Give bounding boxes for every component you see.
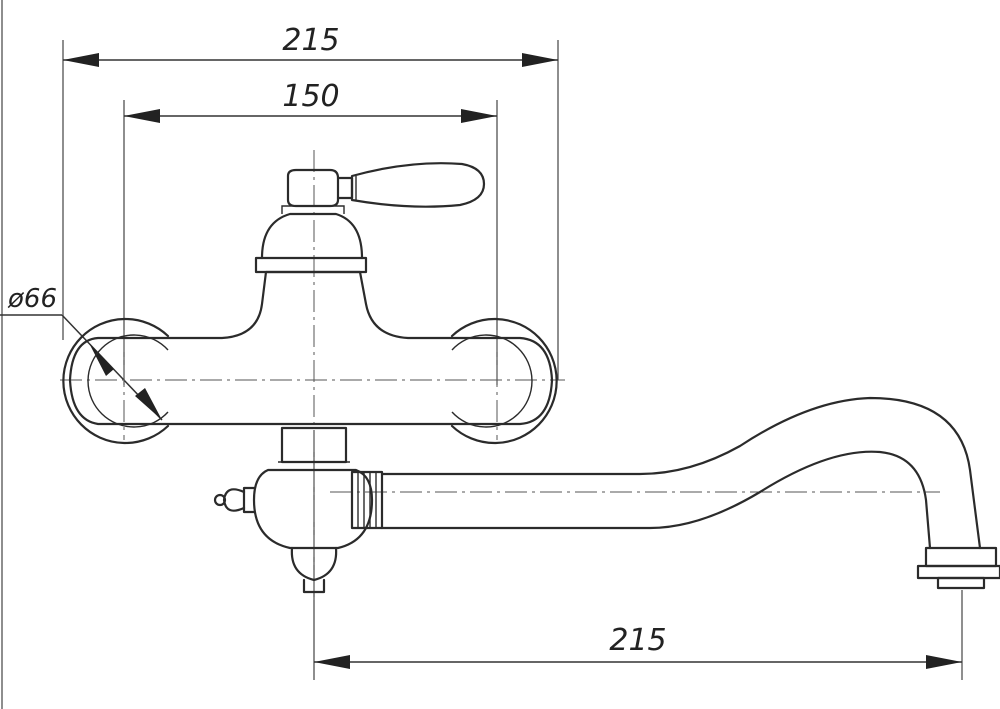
diverter-body [252, 426, 374, 550]
dim-label-spout-reach: 215 [609, 623, 666, 658]
diverter-knob [213, 486, 256, 514]
left-wall-flange [62, 317, 170, 445]
dim-label-overall-width: 215 [282, 23, 339, 58]
center-lines [60, 150, 940, 600]
mixer-body [68, 270, 554, 426]
dim-label-rosette-diameter: ø66 [7, 284, 57, 314]
dim-arrow-lower [135, 388, 162, 420]
extension-lines [62, 40, 963, 680]
cartridge-dome [254, 205, 368, 274]
dim-arrow-right [461, 109, 497, 123]
dim-arrow-upper [89, 343, 114, 376]
aerator [916, 546, 1000, 590]
dim-arrow-left [124, 109, 160, 123]
spout-collar [350, 470, 384, 530]
dimension-center-distance: 150 [124, 79, 497, 123]
dim-arrow-right [522, 53, 558, 67]
lever-handle [286, 162, 486, 208]
dim-label-center-distance: 150 [282, 79, 339, 114]
bottom-nut [290, 546, 338, 594]
dimension-overall-width: 215 [63, 23, 558, 67]
dimension-spout-reach: 215 [314, 623, 962, 669]
dimension-rosette-diameter: ø66 [0, 284, 163, 421]
dim-arrow-left [63, 53, 99, 67]
right-wall-flange [450, 317, 558, 445]
spout [380, 396, 982, 550]
dim-arrow-left [314, 655, 350, 669]
dim-arrow-right [926, 655, 962, 669]
